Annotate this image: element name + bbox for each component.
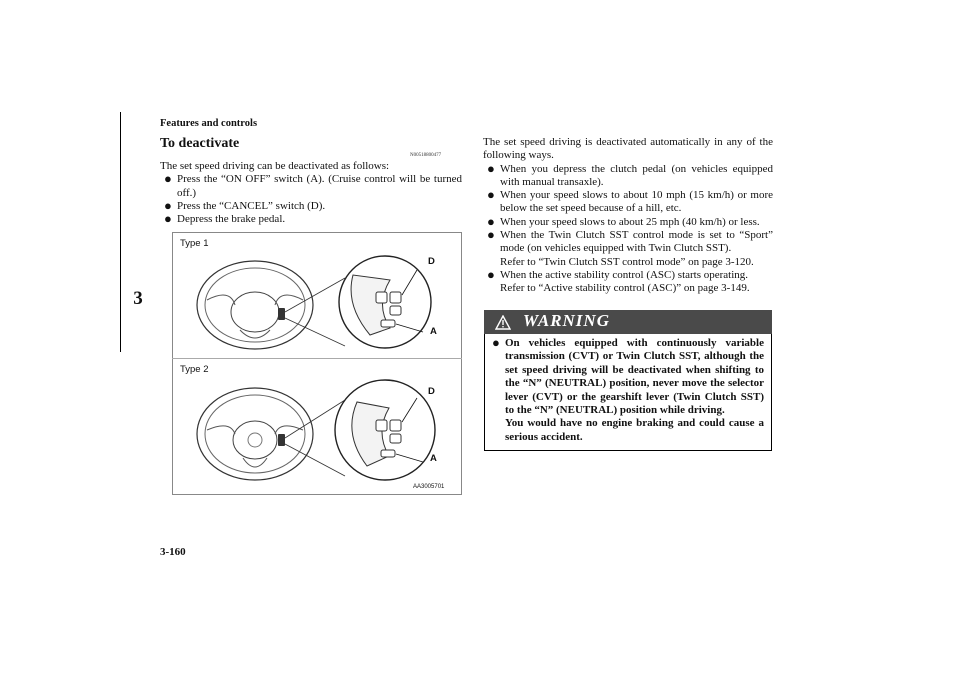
left-intro: The set speed driving can be deactivated…: [160, 160, 390, 172]
label-a-type1: A: [430, 326, 437, 337]
bullet-dot-icon: ●: [492, 335, 500, 350]
bullet-dot-icon: ●: [487, 160, 495, 176]
steering-wheel-type1-illustration: [196, 255, 432, 350]
warning-triangle-icon: [495, 315, 511, 330]
label-d-type2: D: [428, 386, 435, 397]
left-bullet-text: Depress the brake pedal.: [177, 213, 286, 226]
chapter-tab: 3: [133, 288, 143, 309]
left-bullet-3: ● Depress the brake pedal.: [164, 211, 462, 227]
warning-body: ● On vehicles equipped with continuously…: [492, 335, 764, 444]
figure-divider: [172, 358, 462, 359]
right-bullet-text: When you depress the clutch pedal (on ve…: [500, 162, 773, 188]
bullet-dot-icon: ●: [164, 211, 172, 227]
steering-wheel-type2-illustration: [196, 379, 436, 481]
right-bullet-text: When the active stability control (ASC) …: [500, 268, 749, 281]
label-a-type2: A: [430, 453, 437, 464]
left-bullet-2: ● Press the “CANCEL” switch (D).: [164, 197, 462, 213]
label-d-type1: D: [428, 256, 435, 267]
warning-bullet: ● On vehicles equipped with continuously…: [492, 335, 764, 444]
reference-asc: Refer to “Active stability control (ASC)…: [500, 282, 750, 295]
right-bullet-2: ● When your speed slows to about 10 mph …: [487, 187, 773, 216]
bullet-dot-icon: ●: [487, 213, 495, 229]
left-bullet-1: ● Press the “ON OFF” switch (A). (Cruise…: [164, 171, 462, 200]
warning-title: WARNING: [523, 311, 610, 330]
left-bullet-text: Press the “ON OFF” switch (A). (Cruise c…: [177, 173, 462, 199]
steering-figure-frame: [172, 232, 462, 495]
right-bullet-text: When your speed slows to about 25 mph (4…: [500, 215, 760, 228]
chapter-tab-rule: [120, 112, 121, 352]
section-code: N00518800477: [410, 153, 442, 158]
bullet-dot-icon: ●: [487, 227, 495, 243]
right-text-block: The set speed driving is deactivated aut…: [483, 136, 773, 296]
left-bullet-text: Press the “CANCEL” switch (D).: [177, 199, 326, 212]
bullet-dot-icon: ●: [487, 266, 495, 282]
section-heading: To deactivate: [160, 136, 240, 151]
bullet-dot-icon: ●: [164, 197, 172, 213]
page-number: 3-160: [160, 546, 186, 558]
right-bullet-text: When your speed slows to about 10 mph (1…: [500, 189, 773, 215]
right-bullet-4: ● When the Twin Clutch SST control mode …: [487, 227, 773, 269]
right-bullet-1: ● When you depress the clutch pedal (on …: [487, 160, 773, 190]
warning-header: [484, 310, 772, 334]
bullet-dot-icon: ●: [487, 187, 495, 203]
figure-type2-label: Type 2: [180, 364, 209, 375]
figure-type1-label: Type 1: [180, 238, 209, 249]
reference-twin-clutch: Refer to “Twin Clutch SST control mode” …: [500, 255, 754, 268]
bullet-dot-icon: ●: [164, 171, 172, 187]
right-bullet-5: ● When the active stability control (ASC…: [487, 266, 773, 296]
figure-code: AA3005701: [413, 484, 445, 490]
running-header: Features and controls: [160, 118, 258, 129]
right-bullet-3: ● When your speed slows to about 25 mph …: [487, 213, 773, 229]
right-bullet-text: When the Twin Clutch SST control mode is…: [500, 229, 773, 255]
left-text-block: The set speed driving can be deactivated…: [160, 160, 462, 226]
warning-text-consequence: You would have no engine braking and cou…: [505, 417, 764, 443]
warning-text: On vehicles equipped with continuously v…: [505, 337, 764, 417]
right-intro: The set speed driving is deactivated aut…: [483, 136, 773, 162]
